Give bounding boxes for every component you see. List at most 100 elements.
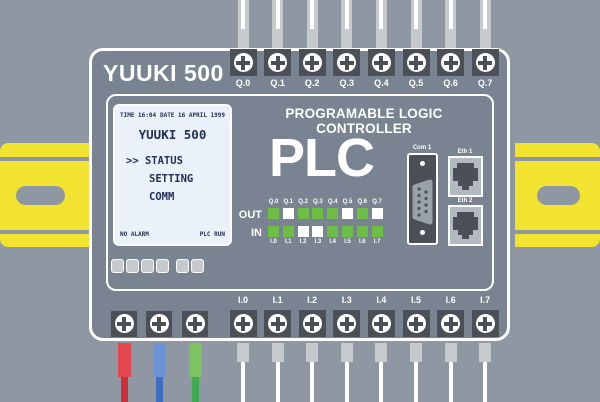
- device-button-5: [176, 259, 189, 273]
- wire-core-q-5: [414, 0, 418, 29]
- screen-date: DATE 16 APRIL 1999: [159, 112, 225, 119]
- terminal-label-q-6: Q.6: [443, 78, 458, 88]
- plc-logo: PLC: [269, 128, 375, 188]
- device-button-3: [141, 259, 154, 273]
- led-in-i-0: [268, 226, 279, 237]
- led-out-q-4: [327, 208, 339, 219]
- screen-run-status: PLC RUN: [199, 231, 225, 238]
- led-label-q-2: Q.2: [298, 199, 308, 205]
- led-out-q-3: [312, 208, 324, 219]
- wire-core-q-4: [379, 0, 384, 29]
- rail-stripe: [515, 230, 600, 234]
- din-rail-right: [515, 143, 600, 247]
- terminal-screw-icon: [406, 53, 426, 72]
- rail-stripe: [0, 157, 89, 161]
- terminal-label-i-4: I.4: [376, 295, 387, 305]
- led-label-i-3: I.3: [314, 239, 322, 245]
- terminal-label-q-4: Q.4: [374, 78, 389, 88]
- led-out-q-7: [371, 208, 383, 219]
- terminal-screw-icon: [302, 314, 322, 333]
- terminal-label-q-5: Q.5: [408, 78, 424, 88]
- terminal-screw-icon: [475, 53, 495, 72]
- terminal-screw-icon: [233, 53, 253, 72]
- lcd-screen: TIME 16:04 DATE 16 APRIL 1999 YUUKI 500 …: [113, 104, 232, 246]
- terminal-label-i-3: I.3: [341, 295, 352, 305]
- power-wire-green: [191, 377, 199, 402]
- wire-i-7: [479, 343, 492, 362]
- terminal-screw-icon: [302, 53, 322, 72]
- led-label-i-1: I.1: [284, 239, 292, 245]
- wire-core-q-3: [344, 0, 349, 29]
- led-label-q-4: Q.4: [327, 199, 338, 205]
- wire-i-2: [306, 343, 319, 362]
- screen-title: YUUKI 500: [138, 127, 207, 142]
- menu-item-status: >> STATUS: [126, 155, 183, 167]
- led-label-q-6: Q.6: [357, 199, 368, 205]
- led-label-i-5: I.5: [344, 239, 351, 245]
- terminal-screw-icon: [337, 314, 357, 333]
- front-panel: [106, 94, 494, 291]
- wire-i-3: [340, 343, 353, 362]
- wire-i-4: [375, 343, 388, 362]
- rj45-jack-icon: [453, 163, 478, 190]
- terminal-screw-icon: [268, 53, 288, 72]
- wire-core-q-6: [448, 0, 453, 29]
- out-label: OUT: [238, 209, 262, 221]
- terminal-label-i-7: I.7: [480, 295, 491, 305]
- led-in-i-1: [282, 226, 294, 237]
- panel-title: PROGRAMABLE LOGIC CONTROLLER: [285, 106, 443, 136]
- port-screw-icon: [419, 161, 425, 166]
- led-label-i-7: I.7: [373, 239, 381, 245]
- power-wire-ferrule-blue: [152, 343, 166, 377]
- wire-core-i-0: [241, 362, 245, 402]
- terminal-label-i-1: I.1: [272, 295, 283, 305]
- led-in-i-7: [371, 226, 383, 237]
- rail-stripe: [0, 230, 89, 234]
- menu-item-setting: SETTING: [149, 173, 194, 185]
- wire-core-i-5: [414, 362, 418, 402]
- terminal-screw-icon: [233, 314, 253, 333]
- screen-alarm-status: NO ALARM: [120, 231, 149, 238]
- led-label-q-0: Q.0: [268, 199, 279, 205]
- wire-i-0: [237, 343, 249, 362]
- rail-slot: [16, 186, 65, 205]
- eth2-port-label: Eth 2: [457, 198, 473, 204]
- wire-core-q-0: [241, 0, 245, 29]
- wire-i-5: [410, 343, 422, 362]
- terminal-screw-icon: [114, 314, 134, 333]
- wire-core-i-7: [483, 362, 488, 402]
- power-wire-red: [120, 377, 128, 402]
- led-label-i-4: I.4: [329, 239, 337, 245]
- wire-core-i-2: [310, 362, 315, 402]
- device-button-4: [156, 259, 169, 273]
- terminal-screw-icon: [337, 53, 357, 72]
- db9-connector-icon: [412, 179, 433, 225]
- terminal-screw-icon: [406, 314, 426, 333]
- led-out-q-0: [268, 208, 279, 219]
- wire-core-i-6: [448, 362, 453, 402]
- terminal-label-q-2: Q.2: [304, 78, 320, 88]
- device-button-2: [126, 259, 139, 273]
- eth1-port-label: Eth 1: [457, 149, 473, 155]
- terminal-label-i-6: I.6: [445, 295, 456, 305]
- led-label-q-5: Q.5: [342, 199, 353, 205]
- wire-core-q-2: [310, 0, 315, 29]
- power-wire-ferrule-red: [117, 343, 131, 377]
- terminal-screw-icon: [371, 314, 391, 333]
- rail-slot: [537, 186, 580, 205]
- din-rail-left: [0, 143, 89, 247]
- terminal-label-i-5: I.5: [410, 295, 421, 305]
- led-in-i-5: [342, 226, 353, 237]
- com-port-label: Com 1: [412, 145, 432, 151]
- led-out-q-2: [297, 208, 309, 219]
- wire-core-i-1: [275, 362, 280, 402]
- led-in-i-3: [312, 226, 324, 237]
- led-in-i-6: [356, 226, 368, 237]
- device-button-1: [111, 259, 124, 273]
- device-button-6: [191, 259, 204, 273]
- power-wire-blue: [155, 377, 163, 402]
- led-label-q-7: Q.7: [372, 199, 382, 205]
- wire-core-q-7: [483, 0, 488, 29]
- terminal-label-q-7: Q.7: [477, 78, 493, 88]
